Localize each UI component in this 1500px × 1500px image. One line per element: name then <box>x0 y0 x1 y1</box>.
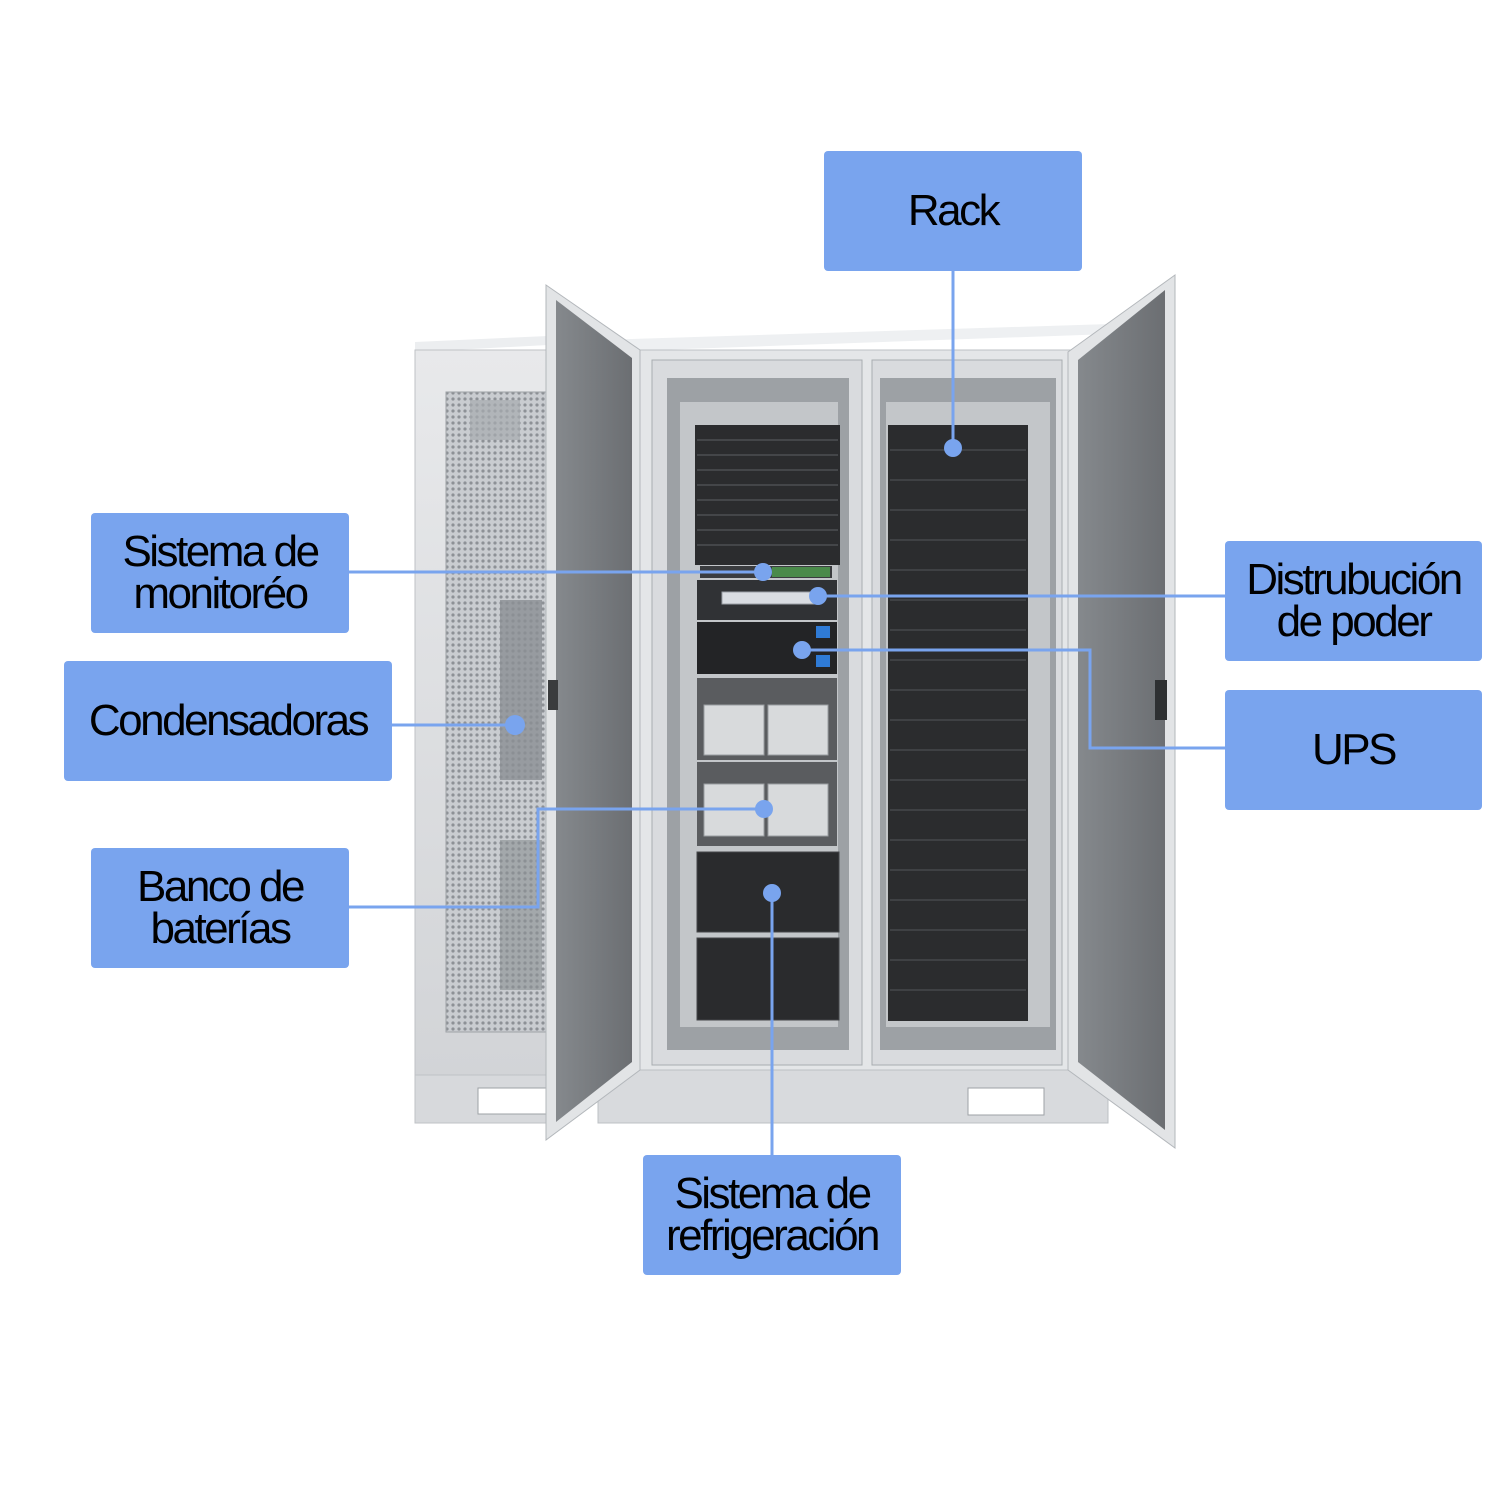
leader-dot-ups <box>793 641 811 659</box>
leader-dot-condensers <box>505 715 525 735</box>
label-monitoring-system: Sistema de monitoréo <box>91 513 349 633</box>
label-battery-bank: Banco de baterías <box>91 848 349 968</box>
right-door <box>1067 274 1176 1149</box>
leader-dot-power-distribution <box>809 587 827 605</box>
label-rack: Rack <box>824 151 1082 271</box>
label-ups: UPS <box>1225 690 1482 810</box>
label-power-distribution: Distrubución de poder <box>1225 541 1482 661</box>
leader-dot-monitoring <box>754 563 772 581</box>
leader-line-battery-bank <box>348 807 764 909</box>
left-door <box>545 284 641 1141</box>
leader-dot-rack <box>944 439 962 457</box>
leader-dots <box>505 439 962 902</box>
right-rack-equipment <box>888 425 1028 1021</box>
condenser-module <box>414 336 551 1124</box>
main-cabinet <box>597 324 1110 1124</box>
leader-dot-cooling <box>763 884 781 902</box>
left-rack-equipment <box>695 425 840 1021</box>
label-condensers: Condensadoras <box>64 661 392 781</box>
leader-lines <box>348 270 1226 1156</box>
label-cooling-system: Sistema de refrigeración <box>643 1155 901 1275</box>
leader-line-ups <box>802 648 1226 750</box>
leader-dot-battery-bank <box>755 800 773 818</box>
